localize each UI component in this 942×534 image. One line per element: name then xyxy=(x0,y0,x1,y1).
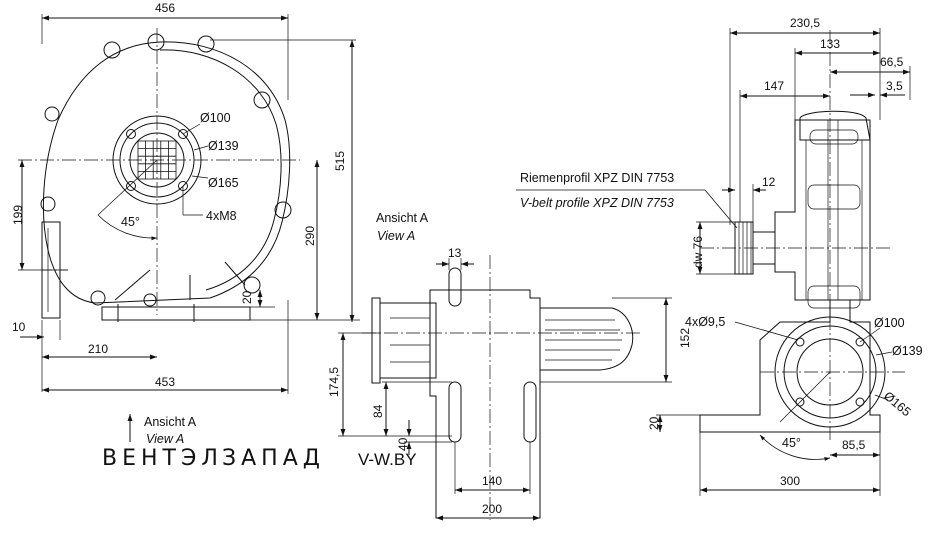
dim-10: 10 xyxy=(12,320,26,334)
watermark-site: V-W.BY xyxy=(358,450,417,469)
dim-147: 147 xyxy=(764,79,784,93)
front-d100: Ø100 xyxy=(200,111,231,125)
side-angle-45: 45° xyxy=(782,436,801,450)
watermark-brand-light: ВЕНТЭЛ xyxy=(102,446,223,471)
view-a-title-en: View A xyxy=(377,229,415,243)
dim-290: 290 xyxy=(303,226,317,246)
dim-200: 200 xyxy=(482,502,502,516)
dim-3-5: 3,5 xyxy=(886,79,903,93)
side-d165: Ø165 xyxy=(881,389,913,419)
dim-20-side: 20 xyxy=(647,416,661,430)
front-view xyxy=(18,14,360,442)
dim-40: 40 xyxy=(396,437,410,451)
front-angle-45: 45° xyxy=(121,215,140,229)
dim-210: 210 xyxy=(88,342,108,356)
dim-453: 453 xyxy=(155,375,175,389)
dim-dw76: dw 76 xyxy=(691,236,705,268)
side-holes-label: 4xØ9,5 xyxy=(685,315,725,329)
belt-profile-de: Riemenprofil XPZ DIN 7753 xyxy=(520,171,674,185)
base-plate xyxy=(101,306,251,321)
volute-lugs xyxy=(40,33,292,307)
side-holes xyxy=(795,337,865,407)
watermark-brand-dark: ЗАПАД xyxy=(222,446,325,471)
front-d165: Ø165 xyxy=(208,176,239,190)
dim-174-5: 174,5 xyxy=(327,367,341,397)
front-bolts-4xm8: 4xM8 xyxy=(206,209,237,223)
dim-85-5: 85,5 xyxy=(842,438,866,452)
side-view xyxy=(516,28,911,496)
side-d100: Ø100 xyxy=(874,316,905,330)
dim-199: 199 xyxy=(11,205,25,225)
volute-housing xyxy=(42,41,291,304)
front-d139: Ø139 xyxy=(208,139,239,153)
dim-133: 133 xyxy=(820,37,840,51)
belt-profile-en: V-belt profile XPZ DIN 7753 xyxy=(520,196,674,210)
dim-140: 140 xyxy=(482,474,502,488)
dim-84: 84 xyxy=(371,404,385,418)
view-a-arrow-label: Ansicht A xyxy=(144,415,197,429)
dim-515: 515 xyxy=(333,151,347,171)
dim-12: 12 xyxy=(762,175,776,189)
side-d139: Ø139 xyxy=(892,344,923,358)
side-housing xyxy=(774,119,871,301)
dim-230-5: 230,5 xyxy=(790,16,820,30)
dim-300: 300 xyxy=(780,474,800,488)
dim-456: 456 xyxy=(155,1,175,15)
dim-13: 13 xyxy=(448,246,462,260)
dim-152: 152 xyxy=(678,328,692,348)
dim-20-front: 20 xyxy=(240,290,254,304)
dim-66-5: 66,5 xyxy=(880,55,904,69)
view-a-title: Ansicht A xyxy=(376,211,429,225)
view-a xyxy=(338,255,672,521)
view-a-arrow-label-en: View A xyxy=(146,432,184,446)
watermark: ВЕНТЭЛ ЗАПАД V-W.BY xyxy=(102,446,417,471)
